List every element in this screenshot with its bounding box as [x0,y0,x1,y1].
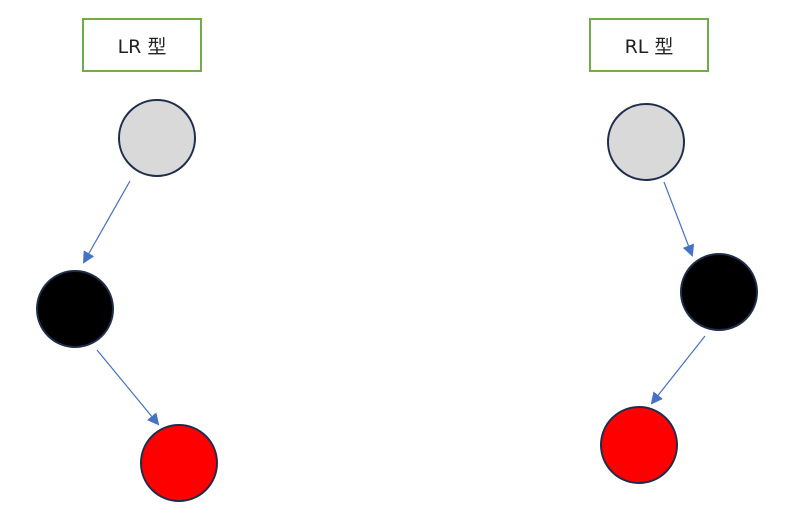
lr-type-label-text: LR 型 [117,35,167,58]
lr-parent-node [36,270,114,348]
rl-arrow-to-right-child [663,181,695,257]
lr-child-node [140,424,218,502]
lr-arrow-to-right-child [96,349,160,426]
rl-arrow-to-left-child [650,335,706,405]
rl-type-label-text: RL 型 [624,35,674,58]
rl-type-label: RL 型 [589,18,709,72]
lr-arrow-to-left-child [83,180,131,264]
lr-type-label: LR 型 [82,18,202,72]
rl-child-node [600,406,678,484]
rl-grandparent-node [607,103,685,181]
rl-parent-node [680,253,758,331]
lr-grandparent-node [118,99,196,177]
